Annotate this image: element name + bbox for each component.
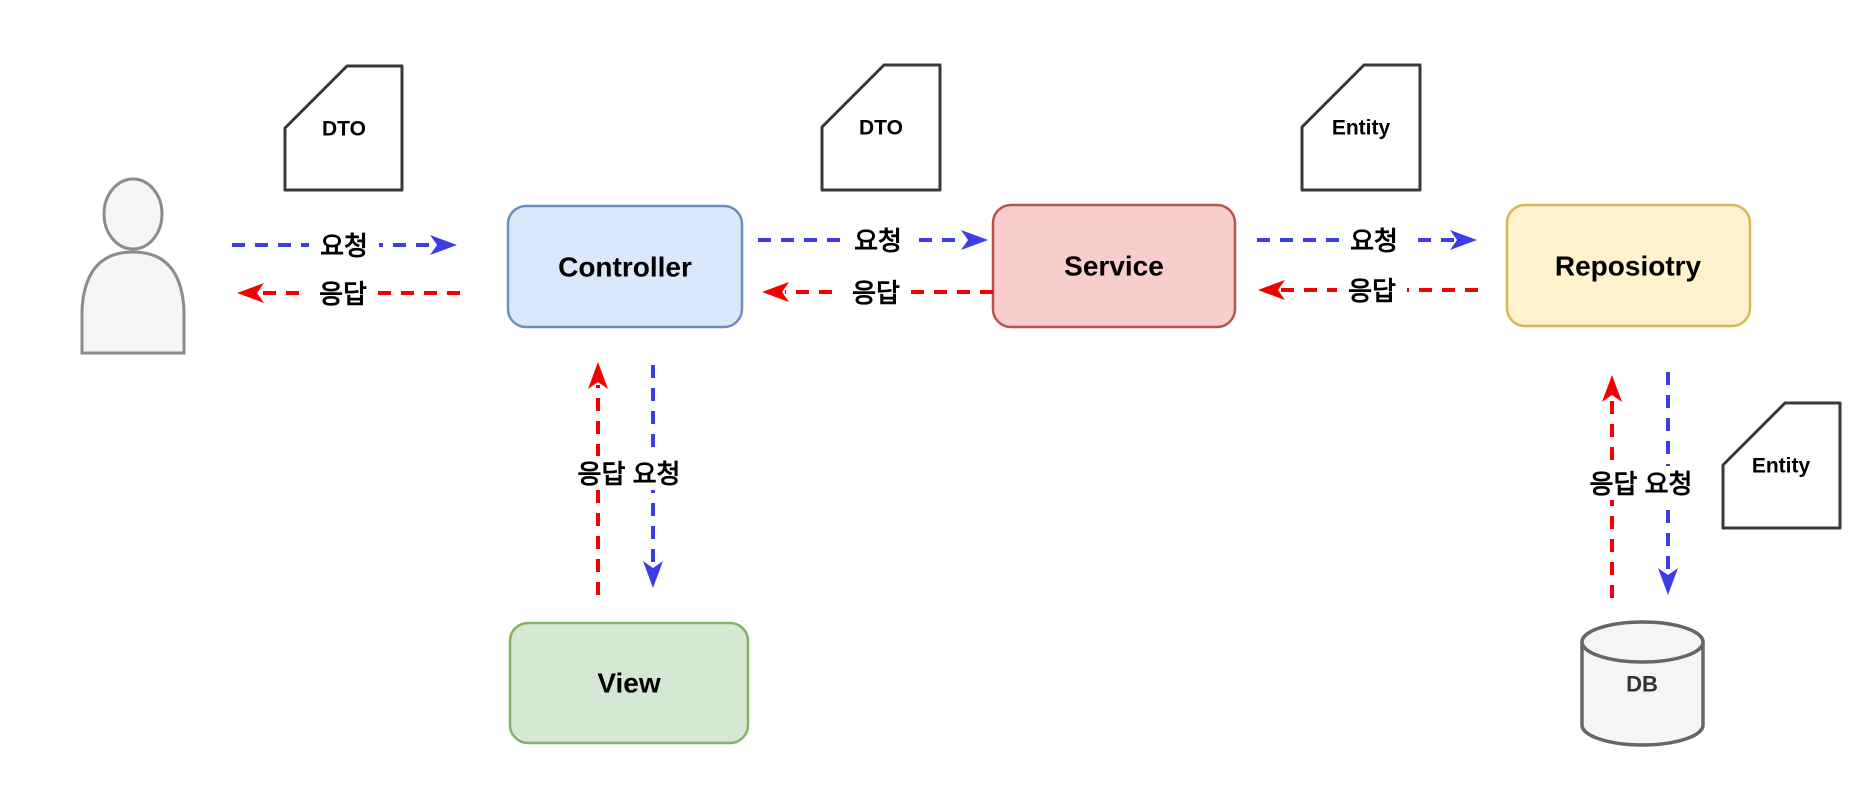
db-cylinder-body [1580,642,1705,747]
db-label: DB [1626,672,1658,697]
document-shape [1721,401,1842,530]
response-request-label-controller-view: 응답 요청 [563,456,695,490]
repository-box [1505,203,1752,328]
service-box [991,203,1237,329]
repository-label: Reposiotry [1555,251,1702,282]
repository-node: Reposiotry [1505,203,1752,328]
controller-label: Controller [558,252,692,283]
document-label: Entity [1332,117,1391,140]
document-shape [1300,63,1422,192]
svg-text:응답 요청: 응답 요청 [578,459,681,489]
service-label: Service [1064,251,1164,282]
response-label-user-controller: 응답 [308,277,378,309]
db-node: DB [1580,620,1705,747]
document-label: DTO [322,118,366,141]
document-label: Entity [1752,455,1811,478]
user-body [80,250,186,355]
svg-text:요청: 요청 [854,226,902,256]
document-label: DTO [859,117,903,140]
request-label-user-controller: 요청 [309,229,379,261]
response-label-service-repository: 응답 [1337,274,1407,306]
dto-document-1: DTO [283,64,404,192]
document-shape [283,64,404,192]
svg-text:응답: 응답 [852,278,900,308]
request-label-service-repository: 요청 [1339,224,1409,256]
entity-document-2: Entity [1721,401,1842,530]
view-node: View [508,621,750,745]
db-cylinder-top [1580,620,1705,664]
response-request-label-repository-db: 응답 요청 [1575,466,1707,500]
user-actor-icon [80,177,186,355]
svg-text:응답 요청: 응답 요청 [1590,469,1693,499]
entity-document-1: Entity [1300,63,1422,192]
svg-text:응답: 응답 [1348,276,1396,306]
svg-text:요청: 요청 [1350,226,1398,256]
svg-text:응답: 응답 [319,279,367,309]
view-box [508,621,750,745]
service-node: Service [991,203,1237,329]
dto-document-2: DTO [820,63,942,192]
user-head [102,177,164,251]
response-label-controller-service: 응답 [841,276,911,308]
controller-node: Controller [506,204,744,329]
document-shape [820,63,942,192]
request-label-controller-service: 요청 [843,224,913,256]
view-label: View [597,668,661,699]
controller-box [506,204,744,329]
svg-text:요청: 요청 [320,231,368,261]
